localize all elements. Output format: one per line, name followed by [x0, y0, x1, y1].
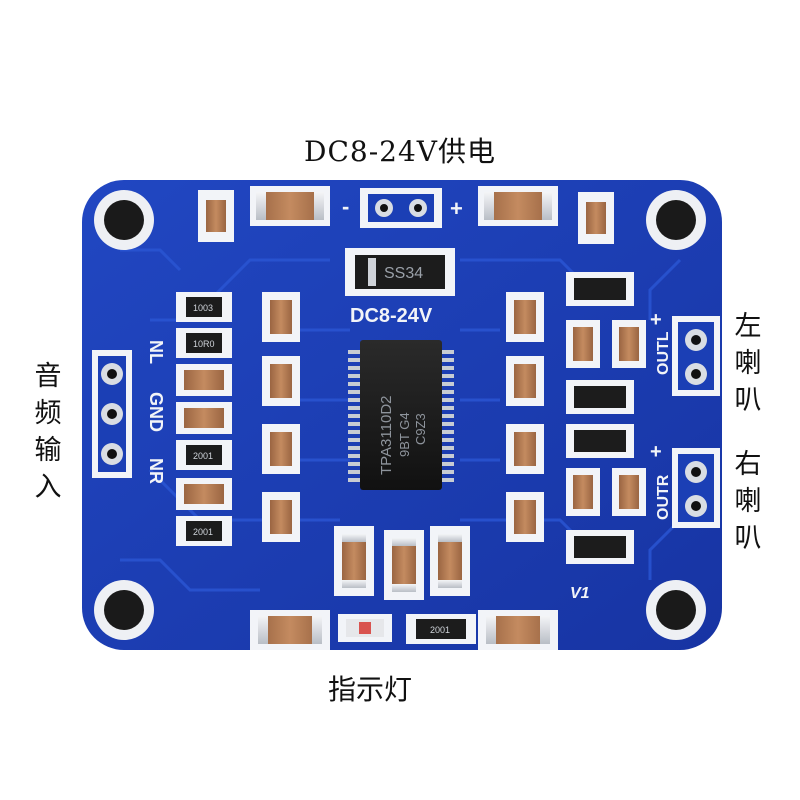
- left-output-plus: +: [650, 309, 662, 331]
- right-speaker-char: 右: [734, 449, 762, 480]
- resistor-dark: [566, 424, 634, 458]
- capacitor: [334, 526, 374, 596]
- capacitor: [262, 424, 300, 474]
- resistor-dark: [566, 530, 634, 564]
- v1-label: V1: [570, 585, 590, 602]
- power-connector: [360, 188, 442, 228]
- capacitor: [262, 356, 300, 406]
- chip-pins-left: [348, 350, 362, 482]
- resistor-2001: [176, 440, 232, 470]
- right-speaker-char: 叭: [734, 523, 762, 554]
- resistor-1003-label: 1003: [193, 303, 213, 313]
- mounting-hole: [94, 580, 154, 640]
- left-speaker-char: 叭: [734, 385, 762, 416]
- capacitor: [250, 610, 330, 650]
- left-speaker-header: [672, 316, 720, 396]
- outr-label: OUTR: [655, 474, 672, 520]
- chip-marking-line1: TPA3110D2: [378, 396, 395, 476]
- resistor-10r0: [176, 328, 232, 358]
- amplifier-chip: [360, 340, 442, 490]
- capacitor: [430, 526, 470, 596]
- audio-input-char: 频: [34, 398, 62, 429]
- chip-marking: TPA3110D2 9BT G4 C9Z3: [378, 396, 428, 476]
- left-speaker-char: 喇: [734, 348, 762, 379]
- indicator-label: 指示灯: [327, 673, 412, 706]
- capacitor: [612, 320, 646, 368]
- mounting-hole: [646, 190, 706, 250]
- capacitor: [578, 192, 614, 244]
- right-output-plus: +: [650, 441, 662, 463]
- right-speaker-label: 右 喇 叭: [728, 446, 768, 557]
- chip-marking-line2: 9BT G4: [397, 412, 412, 457]
- resistor-2001-label: 2001: [193, 527, 213, 537]
- capacitor: [612, 468, 646, 516]
- mounting-hole: [646, 580, 706, 640]
- capacitor: [478, 186, 558, 226]
- audio-input-char: 音: [34, 361, 62, 392]
- capacitor: [262, 292, 300, 342]
- minus-marker: -: [342, 194, 349, 219]
- resistor-2001-label: 2001: [430, 625, 450, 635]
- capacitor: [566, 468, 600, 516]
- capacitor: [478, 610, 558, 650]
- plus-marker: +: [450, 196, 463, 221]
- right-speaker-header: [672, 448, 720, 528]
- capacitor: [506, 292, 544, 342]
- audio-input-char: 入: [34, 472, 62, 503]
- gnd-label: GND: [146, 392, 166, 432]
- resistor-10r0-label: 10R0: [193, 339, 215, 349]
- resistor-dark: [566, 272, 634, 306]
- capacitor: [250, 186, 330, 226]
- nl-label: NL: [146, 340, 166, 364]
- diode-ss34: [345, 248, 455, 296]
- audio-input-header: [92, 350, 132, 478]
- resistor-2001: [176, 516, 232, 546]
- chip-pins-right: [440, 350, 454, 482]
- resistor-1003: [176, 292, 232, 322]
- input-pin-labels: NL GND NR: [146, 340, 166, 484]
- right-speaker-char: 喇: [734, 486, 762, 517]
- audio-input-char: 输: [34, 435, 62, 466]
- capacitor: [176, 364, 232, 396]
- outr-silkscreen: OUTR: [655, 474, 672, 520]
- left-speaker-char: 左: [734, 311, 762, 342]
- diode-label: SS34: [384, 265, 423, 282]
- capacitor: [262, 492, 300, 542]
- resistor-2001: [406, 614, 476, 644]
- capacitor: [566, 320, 600, 368]
- capacitor: [384, 530, 424, 600]
- capacitor: [198, 190, 234, 242]
- left-speaker-label: 左 喇 叭: [728, 308, 768, 419]
- outl-silkscreen: OUTL: [655, 331, 672, 375]
- capacitor: [506, 356, 544, 406]
- capacitor: [176, 402, 232, 434]
- nr-label: NR: [146, 458, 166, 484]
- resistor-2001-label: 2001: [193, 451, 213, 461]
- resistor-dark: [566, 380, 634, 414]
- mounting-hole: [94, 190, 154, 250]
- capacitor: [176, 478, 232, 510]
- outl-label: OUTL: [655, 331, 672, 375]
- indicator-led: [338, 614, 392, 642]
- chip-marking-line3: C9Z3: [413, 413, 428, 445]
- power-supply-label: DC8-24V供电: [304, 135, 496, 168]
- capacitor: [506, 424, 544, 474]
- board-voltage-silkscreen: DC8-24V: [350, 305, 433, 327]
- capacitor: [506, 492, 544, 542]
- audio-input-label: 音 频 输 入: [28, 358, 68, 506]
